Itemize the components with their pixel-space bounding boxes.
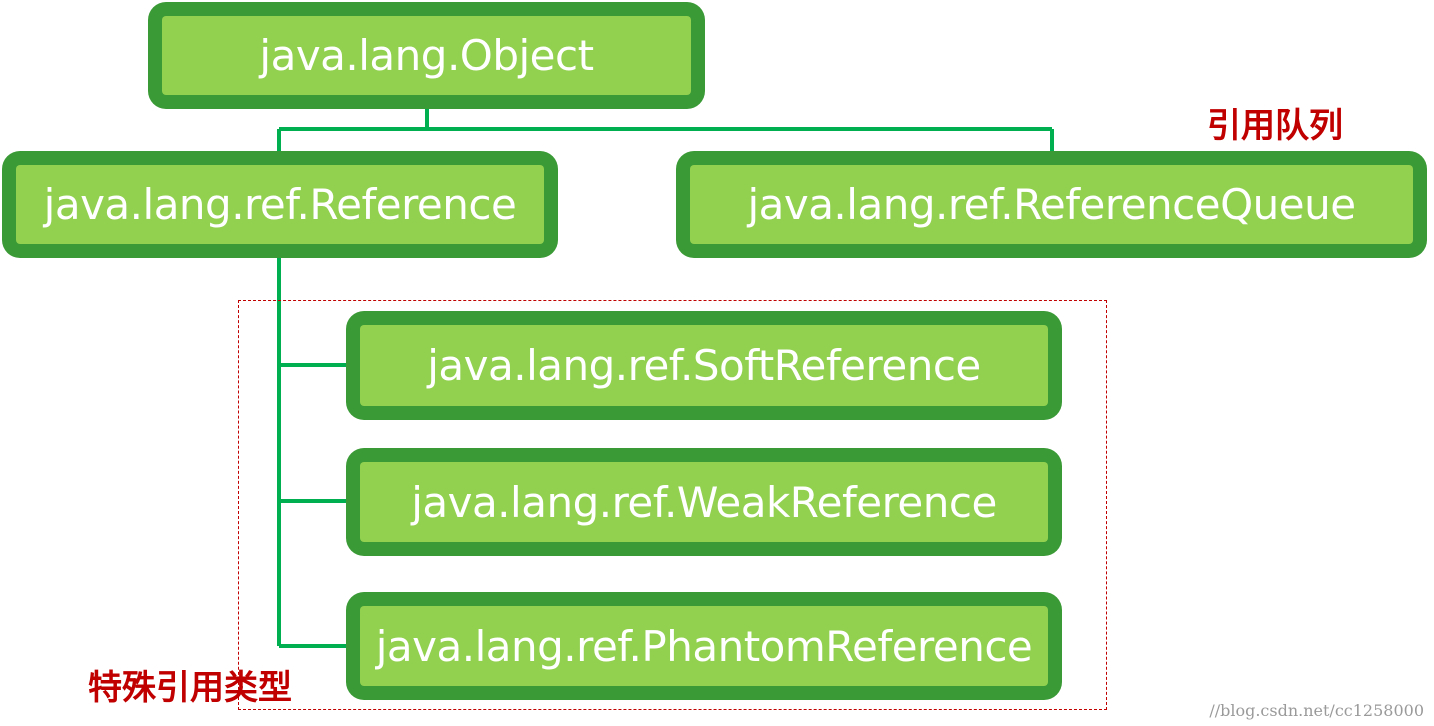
- reference-queue-label: 引用队列: [1207, 106, 1343, 146]
- weak-reference-node-label: java.lang.ref.WeakReference: [360, 462, 1048, 542]
- watermark-text: //blog.csdn.net/cc1258000: [1209, 701, 1424, 720]
- reference-queue-node: java.lang.ref.ReferenceQueue: [676, 151, 1427, 258]
- soft-reference-node-label: java.lang.ref.SoftReference: [360, 325, 1048, 406]
- object-node-label: java.lang.Object: [162, 16, 691, 95]
- phantom-reference-node: java.lang.ref.PhantomReference: [346, 592, 1062, 700]
- phantom-reference-node-label: java.lang.ref.PhantomReference: [360, 606, 1048, 686]
- reference-queue-node-label: java.lang.ref.ReferenceQueue: [690, 165, 1413, 244]
- weak-reference-node: java.lang.ref.WeakReference: [346, 448, 1062, 556]
- special-reference-types-region: [238, 300, 1107, 710]
- special-reference-types-label: 特殊引用类型: [88, 668, 292, 708]
- reference-node: java.lang.ref.Reference: [2, 151, 558, 258]
- reference-node-label: java.lang.ref.Reference: [16, 165, 544, 244]
- object-node: java.lang.Object: [148, 2, 705, 109]
- soft-reference-node: java.lang.ref.SoftReference: [346, 311, 1062, 420]
